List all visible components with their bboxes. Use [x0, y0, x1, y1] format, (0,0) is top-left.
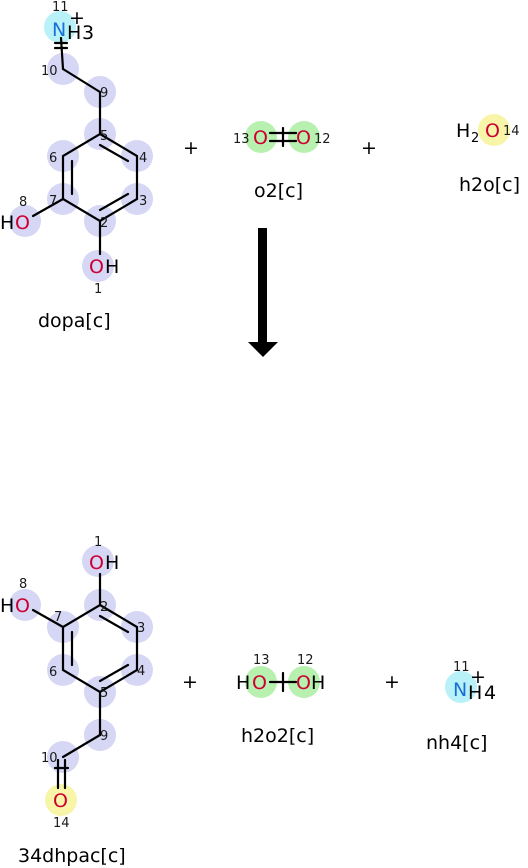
atom-number-13-bottom: 13 — [253, 653, 270, 668]
atom-number-2-top: 2 — [100, 216, 108, 231]
dopa-bonds — [31, 36, 139, 256]
highlight-o8-top — [9, 205, 41, 237]
atom-number-13-top: 13 — [233, 132, 250, 147]
atom-number-1-top: 1 — [94, 282, 102, 297]
atom-number-14-bottom: 14 — [53, 816, 70, 831]
atom-h-dhpac-1: H — [105, 552, 119, 574]
atom-h-nh4: H — [468, 682, 482, 704]
compound-label-34dhpac: 34dhpac[c] — [18, 845, 126, 867]
atom-h-h2o: H — [456, 120, 470, 142]
atom-numbers-bottom: 1 8 2 7 3 6 4 5 9 10 14 13 12 11 — [19, 535, 470, 831]
plus-sign-4: + — [384, 671, 400, 693]
atom-h-dhpac-8: H — [0, 595, 14, 617]
atom-number-3-top: 3 — [139, 194, 147, 209]
compound-label-dopa: dopa[c] — [38, 310, 111, 332]
atom-number-10-bottom: 10 — [41, 751, 58, 766]
atom-number-6-top: 6 — [49, 151, 57, 166]
highlight-n11-top — [44, 11, 76, 43]
plus-sign-3: + — [182, 671, 198, 693]
atom-sub3-dopa: 3 — [82, 22, 94, 44]
atom-n-nh4: N — [453, 679, 467, 701]
atom-number-7-top: 7 — [49, 194, 57, 209]
atom-o-dopa-8: O — [15, 212, 30, 234]
dhpac-bonds — [31, 572, 139, 790]
atom-number-9-top: 9 — [100, 86, 108, 101]
atom-number-9-bottom: 9 — [100, 729, 108, 744]
atom-number-3-bottom: 3 — [137, 621, 145, 636]
atom-number-12-bottom: 12 — [297, 653, 314, 668]
h2o2-atom-labels: H O O H — [236, 672, 325, 694]
atom-number-11-bottom: 11 — [453, 660, 470, 675]
highlight-o1-bottom — [82, 545, 114, 577]
atom-number-11-top: 11 — [52, 0, 69, 15]
atom-o-h2o2-12: O — [296, 672, 311, 694]
highlight-o1-top — [82, 250, 114, 282]
atom-o-dhpac-8: O — [15, 595, 30, 617]
atom-number-1-bottom: 1 — [94, 535, 102, 550]
highlight-o12-top — [288, 121, 320, 153]
atom-plus-nh4: + — [470, 666, 486, 688]
atom-number-8-bottom: 8 — [19, 577, 27, 592]
compound-label-h2o2: h2o2[c] — [241, 725, 314, 747]
atom-number-6-bottom: 6 — [49, 665, 57, 680]
atom-number-4-bottom: 4 — [137, 664, 145, 679]
atom-h-dopa-nh3: H — [67, 22, 81, 44]
highlight-o13-bottom — [245, 666, 277, 698]
atom-number-4-top: 4 — [139, 151, 147, 166]
highlight-o14-bottom — [45, 784, 77, 816]
atom-number-12-top: 12 — [314, 132, 331, 147]
atom-h-dopa-1: H — [105, 256, 119, 278]
highlight-o8-bottom — [9, 589, 41, 621]
compound-labels: dopa[c] o2[c] h2o[c] 34dhpac[c] h2o2[c] … — [18, 174, 520, 867]
compound-label-nh4: nh4[c] — [426, 732, 487, 754]
h2o-atom-labels: H 2 O — [456, 120, 500, 146]
atom-number-10-top: 10 — [41, 64, 58, 79]
plus-sign-2: + — [361, 137, 377, 159]
highlight-o13-top — [245, 121, 277, 153]
compound-label-o2: o2[c] — [254, 180, 303, 202]
atom-n-dopa: N — [52, 19, 66, 41]
h2o2-bonds — [268, 671, 298, 693]
o2-bonds — [268, 126, 298, 148]
atom-o-o2-12: O — [296, 127, 311, 149]
reaction-arrow — [248, 228, 278, 357]
o2-atom-labels: O O — [253, 127, 311, 149]
atom-h-dopa-8: H — [0, 212, 14, 234]
atom-number-5-top: 5 — [100, 129, 108, 144]
atom-number-14-top: 14 — [503, 124, 520, 139]
highlight-n11-bottom — [445, 671, 477, 703]
atom-o-h2o: O — [485, 120, 500, 142]
atom-o-dhpac-1: O — [89, 552, 104, 574]
atom-sub2-h2o: 2 — [471, 131, 479, 146]
atom-plus-dopa: + — [69, 7, 85, 29]
atom-h-h2o2-left: H — [236, 672, 250, 694]
atom-o-h2o2-13: O — [252, 672, 267, 694]
atom-numbers-top: 11 10 9 5 6 4 3 7 8 2 1 13 12 14 — [19, 0, 520, 297]
highlight-o12-bottom — [288, 666, 320, 698]
atom-h-h2o2-right: H — [311, 672, 325, 694]
dopa-atom-labels: N H 3 + H O O H — [0, 7, 119, 278]
nh4-atom-labels: N H 4 + — [453, 666, 496, 704]
highlight-o14-top — [478, 114, 510, 146]
atom-number-8-top: 8 — [19, 195, 27, 210]
atom-o-o2-13: O — [253, 127, 268, 149]
plus-sign-1: + — [183, 137, 199, 159]
atom-number-7-bottom: 7 — [54, 610, 62, 625]
atom-number-5-bottom: 5 — [100, 686, 108, 701]
atom-sub4-nh4: 4 — [484, 682, 496, 704]
atom-o-dopa-1: O — [89, 256, 104, 278]
dhpac-atom-labels: O H H O O — [0, 552, 119, 812]
atom-number-2-bottom: 2 — [100, 600, 108, 615]
atom-o-dhpac-14: O — [53, 790, 68, 812]
compound-label-h2o: h2o[c] — [459, 174, 520, 196]
